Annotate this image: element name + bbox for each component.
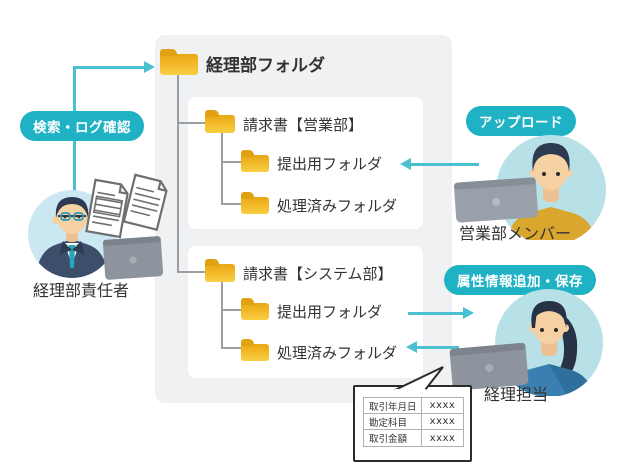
tree-trunk-line bbox=[221, 133, 223, 205]
system-processed-folder-label: 処理済みフォルダ bbox=[277, 344, 398, 362]
system-submit-folder-label: 提出用フォルダ bbox=[277, 303, 383, 321]
attribute-value: xxxx bbox=[429, 432, 456, 444]
fetch-arrow-head bbox=[463, 307, 474, 319]
attribute-table: 取引年月日 xxxx 勘定科目 xxxx 取引金額 xxxx bbox=[363, 397, 464, 447]
tree-trunk-line bbox=[221, 282, 223, 348]
folder-icon bbox=[205, 110, 235, 133]
attribute-value: xxxx bbox=[429, 416, 456, 427]
sales-submit-folder-label: 提出用フォルダ bbox=[277, 155, 383, 173]
table-row: 取引金額 xxxx bbox=[364, 430, 463, 446]
folder-icon bbox=[160, 49, 198, 75]
attribute-key: 勘定科目 bbox=[364, 414, 422, 429]
tree-branch-line bbox=[221, 309, 243, 311]
system-invoice-folder-label: 請求書【システム部】 bbox=[243, 265, 393, 283]
tree-branch-line bbox=[221, 161, 243, 163]
tree-branch-line bbox=[177, 271, 207, 273]
save-arrow-line bbox=[415, 346, 459, 349]
folder-icon bbox=[241, 339, 269, 361]
folder-icon bbox=[241, 150, 269, 172]
person-avatar-sales bbox=[453, 135, 606, 240]
attribute-save-badge: 属性情報追加・保存 bbox=[444, 265, 596, 295]
sales-member-label: 営業部メンバー bbox=[459, 224, 572, 243]
person-avatar-accounting bbox=[449, 289, 603, 396]
search-arrow-head bbox=[144, 61, 155, 73]
attribute-key: 取引年月日 bbox=[364, 398, 422, 413]
sales-processed-folder-label: 処理済みフォルダ bbox=[277, 197, 398, 215]
manager-label: 経理部責任者 bbox=[33, 281, 130, 300]
sales-invoice-folder-label: 請求書【営業部】 bbox=[243, 116, 364, 134]
folder-icon bbox=[205, 259, 235, 282]
tree-trunk-line bbox=[177, 75, 179, 272]
upload-arrow-line bbox=[409, 163, 479, 166]
upload-arrow-head bbox=[400, 158, 411, 170]
attribute-key: 取引金額 bbox=[364, 430, 422, 446]
search-arrow-line bbox=[73, 66, 145, 69]
tree-branch-line bbox=[221, 203, 243, 205]
callout-tail bbox=[394, 366, 444, 393]
tree-branch-line bbox=[221, 347, 243, 349]
table-row: 勘定科目 xxxx bbox=[364, 414, 463, 430]
accounting-staff-label: 経理担当 bbox=[484, 385, 549, 404]
laptop-icon bbox=[449, 342, 529, 391]
save-arrow-head bbox=[406, 341, 417, 353]
attribute-callout-bubble: 取引年月日 xxxx 勘定科目 xxxx 取引金額 xxxx bbox=[353, 385, 472, 462]
upload-badge: アップロード bbox=[466, 106, 576, 136]
laptop-icon bbox=[453, 177, 538, 223]
attribute-value: xxxx bbox=[429, 400, 456, 411]
person-avatar-manager bbox=[28, 190, 164, 280]
search-log-badge: 検索・ログ確認 bbox=[20, 111, 144, 141]
laptop-icon bbox=[102, 236, 164, 280]
documents-icon bbox=[85, 173, 168, 239]
table-row: 取引年月日 xxxx bbox=[364, 398, 463, 414]
folder-icon bbox=[241, 298, 269, 320]
tree-branch-line bbox=[177, 122, 207, 124]
root-folder-label: 経理部フォルダ bbox=[206, 56, 325, 76]
folder-icon bbox=[241, 192, 269, 214]
fetch-arrow-line bbox=[408, 312, 464, 315]
